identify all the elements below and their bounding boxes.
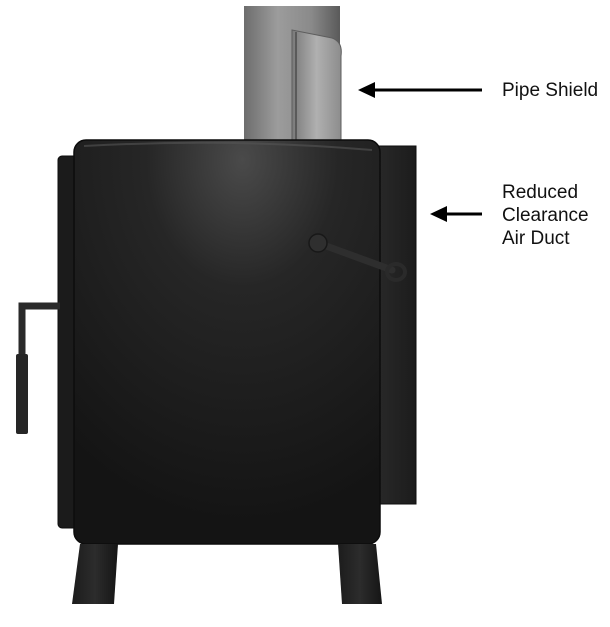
air-duct-label: Reduced Clearance Air Duct — [502, 181, 589, 250]
door-latch — [308, 233, 407, 282]
air-duct-label-line-1: Reduced — [502, 182, 579, 203]
arrow-pipe-shield — [358, 82, 482, 98]
air-duct-label-line-3: Air Duct — [502, 228, 570, 249]
leg-left — [72, 544, 118, 604]
stove-top-highlight — [83, 141, 373, 151]
air-duct-label-line-2: Clearance — [502, 205, 589, 226]
pipe-shield — [291, 29, 342, 147]
stove-body — [73, 139, 381, 545]
pipe-shield-label: Pipe Shield — [502, 80, 599, 101]
side-handle-grip — [16, 354, 28, 434]
arrow-air-duct — [430, 206, 482, 222]
leg-right — [338, 544, 382, 604]
